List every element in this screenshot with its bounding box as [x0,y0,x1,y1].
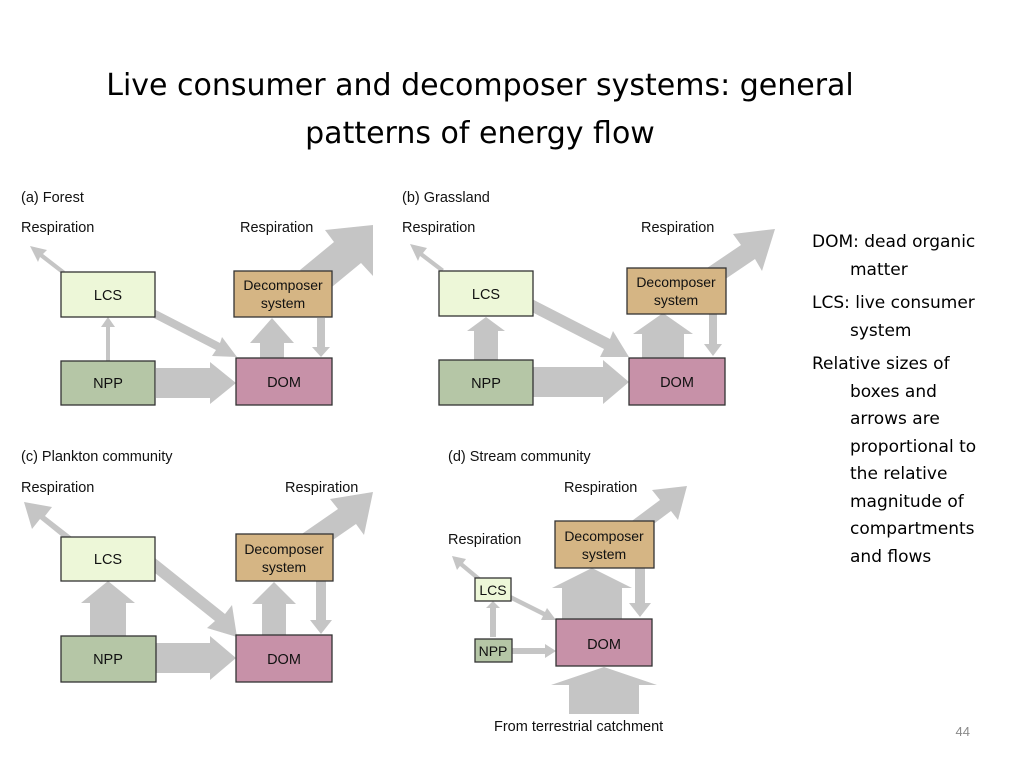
plankton-dom-to-decomposer-arrow [252,582,296,635]
panel-stream-label: (d) Stream community [448,449,591,465]
panel-grassland-label: (b) Grassland [402,190,490,206]
grassland-dom-box [628,357,726,406]
forest-lcs-box [60,271,156,318]
stream-dom-box [555,618,653,667]
plankton-respiration-left-label: Respiration [21,480,94,496]
forest-respiration-left-label: Respiration [21,220,94,236]
forest-decomposer-to-dom-arrow [312,318,330,357]
plankton-npp-box [60,635,157,683]
forest-dom-to-decomposer-arrow [250,318,294,360]
plankton-decomposer-label-2: system [262,559,306,575]
stream-dom-label: DOM [587,637,621,653]
grassland-lcs-box [438,270,534,317]
notes-list: DOM: dead organic matter LCS: live consu… [812,229,992,577]
forest-lcs-respiration-arrow [30,246,65,274]
panel-forest: (a) Forest Respiration Respiration LCS N… [21,190,373,406]
stream-npp-to-lcs-arrow [486,601,500,637]
panel-stream: (d) Stream community Respiration Respira… [448,449,687,735]
note-lcs-definition: LCS: live consumer system [812,293,975,341]
stream-npp-box [474,638,513,663]
note-dom-definition: DOM: dead organic matter [812,232,976,280]
stream-decomposer-box [554,520,655,569]
grassland-lcs-respiration-arrow [410,244,444,272]
grassland-respiration-left-label: Respiration [402,220,475,236]
slide-title: Live consumer and decomposer systems: ge… [60,62,900,158]
forest-decomposer-label-1: Decomposer [243,277,323,293]
forest-npp-to-dom-arrow [156,362,236,404]
grassland-decomposer-label-2: system [654,292,698,308]
forest-dom-label: DOM [267,375,301,391]
plankton-npp-to-dom-arrow [156,636,236,680]
page-number: 44 [955,724,970,739]
panel-plankton: (c) Plankton community Respiration Respi… [21,449,373,683]
grassland-npp-to-lcs-arrow [467,317,505,360]
grassland-decomposer-label-1: Decomposer [636,274,716,290]
note-relative-sizes: Relative sizes of boxes and arrows are p… [812,354,977,567]
stream-lcs-respiration-arrow [452,556,481,581]
stream-lcs-to-dom-arrow [509,595,556,620]
grassland-respiration-right-label: Respiration [641,220,714,236]
forest-decomposer-label-2: system [261,295,305,311]
plankton-lcs-label: LCS [94,552,122,568]
stream-npp-label: NPP [479,643,508,659]
plankton-lcs-box [60,536,156,582]
plankton-decomposer-box [235,533,334,582]
grassland-npp-to-dom-arrow [533,360,629,404]
stream-catchment-label: From terrestrial catchment [494,719,663,735]
plankton-dom-label: DOM [267,652,301,668]
stream-respiration-left-label: Respiration [448,532,521,548]
plankton-lcs-to-dom-arrow [145,558,237,637]
grassland-decomposer-box [626,267,727,315]
grassland-dom-to-decomposer-arrow [633,313,693,358]
plankton-dom-box [235,634,333,683]
stream-dom-to-decomposer-arrow [552,568,632,619]
panel-grassland: (b) Grassland Respiration Respiration LC… [402,190,775,406]
panel-forest-label: (a) Forest [21,190,84,206]
stream-npp-to-dom-arrow [512,644,556,658]
title-line-1: Live consumer and decomposer systems: ge… [106,68,854,103]
grassland-dom-label: DOM [660,375,694,391]
forest-respiration-right-label: Respiration [240,220,313,236]
stream-respiration-right-label: Respiration [564,480,637,496]
panel-plankton-label: (c) Plankton community [21,449,173,465]
forest-npp-box [60,360,156,406]
grassland-decomposer-to-dom-arrow [704,314,722,356]
forest-dom-box [235,357,333,406]
grassland-lcs-label: LCS [472,287,500,303]
forest-decomposer-box [233,270,333,318]
stream-decomposer-label-2: system [582,546,626,562]
title-line-2: patterns of energy flow [305,116,655,151]
grassland-lcs-to-dom-arrow [524,298,629,357]
forest-npp-to-lcs-arrow [101,317,115,362]
forest-lcs-to-dom-arrow [148,308,237,357]
forest-lcs-label: LCS [94,288,122,304]
stream-decomposer-label-1: Decomposer [564,528,644,544]
plankton-decomposer-to-dom-arrow [310,581,332,634]
forest-npp-label: NPP [93,376,123,392]
plankton-npp-to-lcs-arrow [81,581,135,637]
plankton-npp-label: NPP [93,652,123,668]
plankton-lcs-respiration-arrow [24,502,72,540]
plankton-respiration-right-label: Respiration [285,480,358,496]
stream-catchment-to-dom-arrow [551,667,657,714]
grassland-npp-box [438,359,534,406]
stream-lcs-box [474,577,512,602]
grassland-npp-label: NPP [471,376,501,392]
plankton-decomposer-label-1: Decomposer [244,541,324,557]
stream-decomposer-to-dom-arrow [629,568,651,617]
stream-lcs-label: LCS [479,582,506,598]
